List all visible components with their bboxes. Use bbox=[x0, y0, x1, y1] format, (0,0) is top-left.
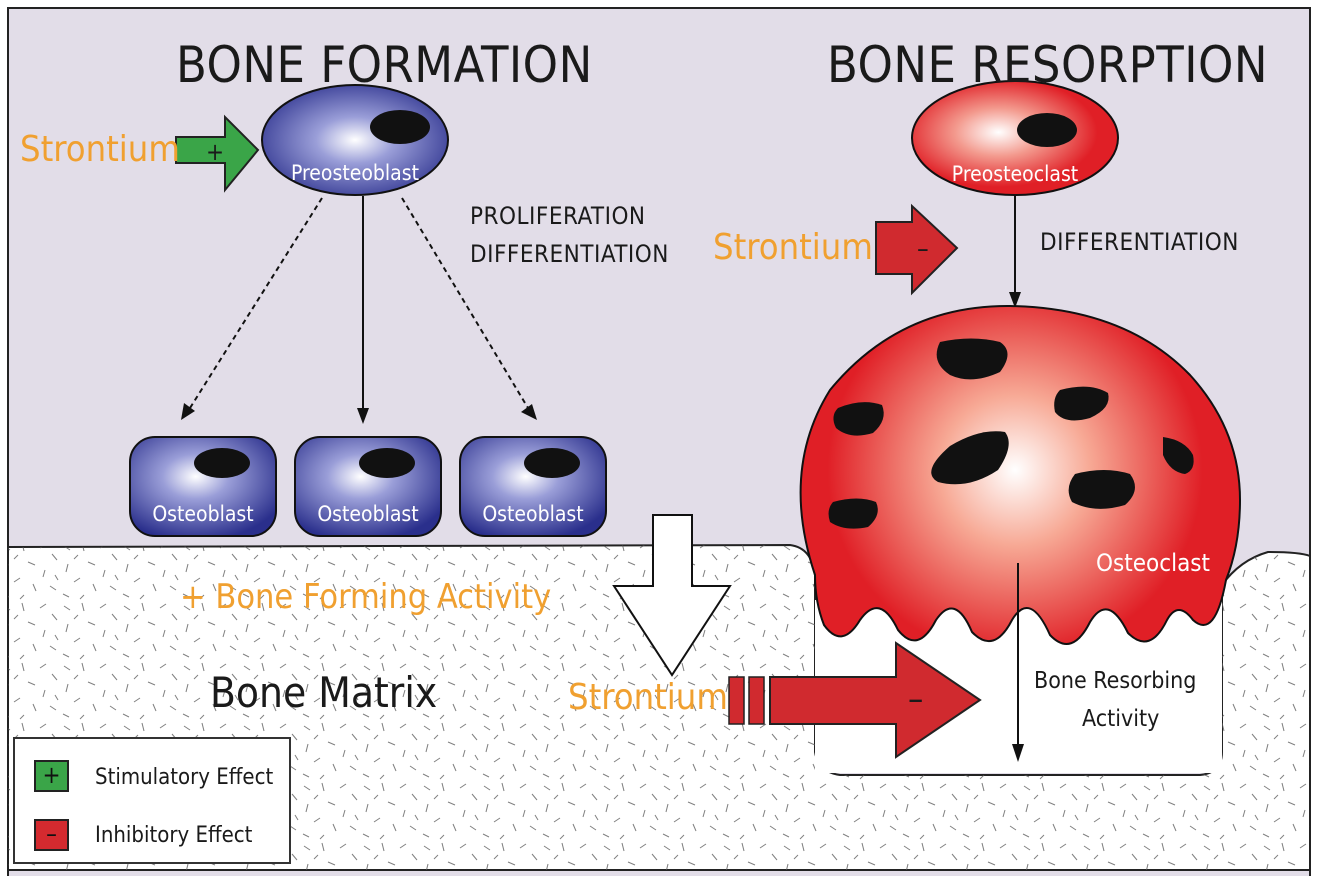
inhibitory-symbol-differentiation: – bbox=[917, 236, 929, 262]
strontium-label-matrix: Strontium bbox=[568, 680, 728, 716]
preosteoblast-label: Preosteoblast bbox=[262, 163, 448, 184]
legend-swatch-stimulatory: + bbox=[34, 760, 69, 792]
bone-resorbing-label: Bone Resorbing bbox=[1034, 670, 1196, 693]
stimulatory-symbol: + bbox=[206, 140, 224, 164]
legend-label-stimulatory: Stimulatory Effect bbox=[95, 765, 273, 790]
osteoclast-label: Osteoclast bbox=[1096, 551, 1210, 575]
title-bone-resorption: BONE RESORPTION bbox=[827, 40, 1268, 90]
bone-forming-activity-label: + Bone Forming Activity bbox=[180, 580, 551, 614]
preosteoclast-label: Preosteoclast bbox=[912, 164, 1118, 185]
differentiation-label-formation: DIFFERENTIATION bbox=[470, 242, 669, 266]
strontium-label-formation: Strontium bbox=[20, 132, 180, 168]
bone-matrix-label: Bone Matrix bbox=[210, 672, 437, 714]
inhibitory-symbol-resorbing: – bbox=[908, 682, 923, 716]
strontium-label-resorption: Strontium bbox=[713, 230, 873, 266]
inhibitory-bar-1 bbox=[729, 677, 744, 724]
inhibitory-bar-2 bbox=[749, 677, 764, 724]
osteoblast-label-3: Osteoblast bbox=[460, 504, 606, 525]
osteoblast-label-1: Osteoblast bbox=[130, 504, 276, 525]
osteoblast-label-2: Osteoblast bbox=[295, 504, 441, 525]
activity-label: Activity bbox=[1082, 708, 1159, 731]
legend-swatch-inhibitory: – bbox=[34, 819, 69, 851]
differentiation-label-resorption: DIFFERENTIATION bbox=[1040, 230, 1239, 254]
title-bone-formation: BONE FORMATION bbox=[176, 40, 593, 90]
preosteoblast-nucleus bbox=[370, 110, 430, 144]
legend: + Stimulatory Effect – Inhibitory Effect bbox=[13, 737, 291, 864]
legend-label-inhibitory: Inhibitory Effect bbox=[95, 823, 252, 848]
proliferation-label: PROLIFERATION bbox=[470, 204, 646, 228]
preosteoclast-nucleus bbox=[1017, 113, 1077, 147]
